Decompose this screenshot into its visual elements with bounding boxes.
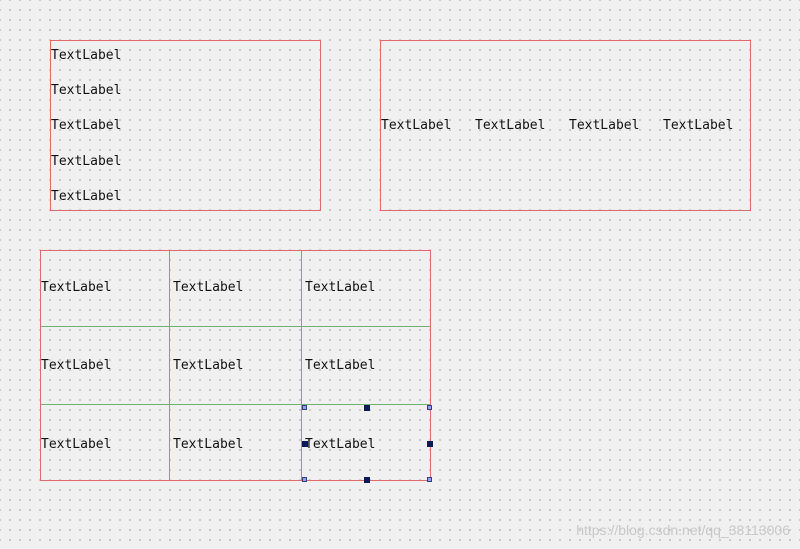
resize-handle-top-left[interactable] bbox=[302, 405, 307, 410]
vertical-label-1[interactable]: TextLabel bbox=[51, 48, 122, 63]
grid-label-r1c2[interactable]: TextLabel bbox=[173, 280, 244, 295]
grid-label-r1c1[interactable]: TextLabel bbox=[41, 280, 112, 295]
grid-label-r3c1[interactable]: TextLabel bbox=[41, 437, 112, 452]
grid-label-r3c3-selected[interactable]: TextLabel bbox=[305, 437, 376, 452]
resize-handle-left[interactable] bbox=[302, 441, 308, 447]
grid-row-divider bbox=[41, 404, 430, 405]
grid-label-r2c2[interactable]: TextLabel bbox=[173, 358, 244, 373]
horizontal-label-1[interactable]: TextLabel bbox=[381, 118, 452, 133]
grid-column-divider bbox=[301, 251, 302, 480]
grid-label-r2c1[interactable]: TextLabel bbox=[41, 358, 112, 373]
resize-handle-bottom-right[interactable] bbox=[427, 477, 432, 482]
resize-handle-bottom-left[interactable] bbox=[302, 477, 307, 482]
grid-layout[interactable] bbox=[40, 250, 431, 481]
resize-handle-top-right[interactable] bbox=[427, 405, 432, 410]
grid-label-r1c3[interactable]: TextLabel bbox=[305, 280, 376, 295]
horizontal-label-2[interactable]: TextLabel bbox=[475, 118, 546, 133]
grid-row-divider bbox=[41, 326, 430, 327]
vertical-label-4[interactable]: TextLabel bbox=[51, 154, 122, 169]
resize-handle-right[interactable] bbox=[427, 441, 433, 447]
resize-handle-top[interactable] bbox=[364, 405, 370, 411]
vertical-label-3[interactable]: TextLabel bbox=[51, 118, 122, 133]
vertical-layout[interactable] bbox=[50, 40, 321, 211]
grid-label-r2c3[interactable]: TextLabel bbox=[305, 358, 376, 373]
resize-handle-bottom[interactable] bbox=[364, 477, 370, 483]
vertical-label-5[interactable]: TextLabel bbox=[51, 189, 122, 204]
vertical-label-2[interactable]: TextLabel bbox=[51, 83, 122, 98]
horizontal-label-4[interactable]: TextLabel bbox=[663, 118, 734, 133]
watermark-url: https://blog.csdn.net/qq_38113006 bbox=[576, 522, 790, 538]
grid-label-r3c2[interactable]: TextLabel bbox=[173, 437, 244, 452]
grid-column-divider bbox=[169, 251, 170, 480]
horizontal-layout[interactable] bbox=[380, 40, 751, 211]
horizontal-label-3[interactable]: TextLabel bbox=[569, 118, 640, 133]
